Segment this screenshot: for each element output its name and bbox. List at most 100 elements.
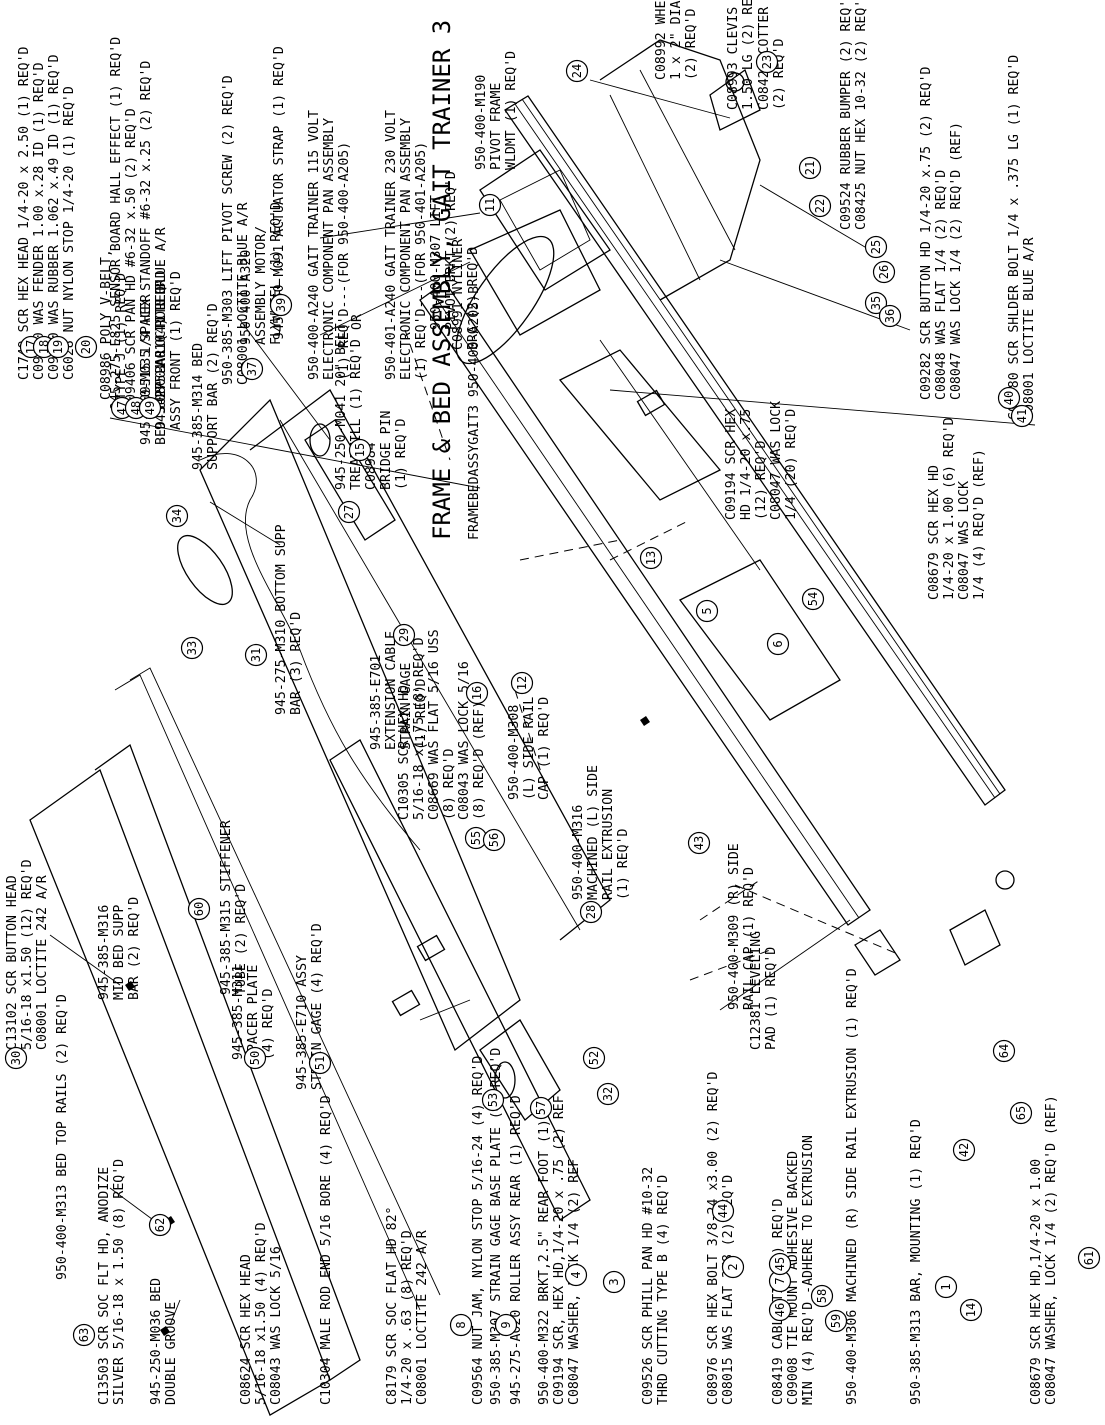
drawing-subtitle: FRAMEBEDASSYGAIT3 950-400-A205-B xyxy=(467,286,482,540)
part-label: C08001 LOCTITE BLUE A/R xyxy=(1022,237,1037,420)
part-label: HD 1/4-20 x.75 xyxy=(739,409,754,520)
callout-circle xyxy=(46,335,70,359)
part-label: C09526 SCR PHILL PAN HD #10-32 xyxy=(641,1167,656,1405)
callout-circle xyxy=(478,193,502,217)
callout-number: 64 xyxy=(997,1044,1011,1058)
callout-circle xyxy=(529,1096,553,1120)
part-label: SILVER 5/16-18 x 1.50 (8) REQ'D xyxy=(112,1159,127,1405)
part-label: 945-385-E710 ASSY xyxy=(295,955,310,1090)
part-label: C12381 LEVELING xyxy=(749,931,764,1050)
callout-circle xyxy=(482,828,506,852)
part-label: PAD (1) REQ'D xyxy=(764,947,779,1050)
part-label: SPACER PLATE xyxy=(246,965,261,1060)
part-label: BRIDGE PIN xyxy=(379,411,394,490)
callout-balloon: 41 xyxy=(1010,404,1034,428)
callout-balloon: 14 xyxy=(959,1298,983,1322)
callout-balloon: 37 xyxy=(240,357,264,381)
part-label: MIN (4) REQ'D -ADHERE TO EXTRUSION xyxy=(801,1135,816,1405)
callout-balloon: 34 xyxy=(165,504,189,528)
part-label: ELECTRONIC COMPONENT PAN ASSEMBLY xyxy=(322,118,337,380)
callout-circle xyxy=(864,291,888,315)
drawing-title: FRAME & BED ASSEMBLY, GAIT TRAINER 3 xyxy=(428,20,456,540)
callout-number: 18 xyxy=(37,340,51,354)
callout-number: 57 xyxy=(534,1101,548,1115)
part-label: 5/16-18 x1.50 (4) REQ'D xyxy=(254,1222,269,1405)
callout-balloon: 52 xyxy=(582,1046,606,1070)
callout-circle xyxy=(721,1255,745,1279)
part-label: C1749 SCR HEX HEAD 1/4-20 x 2.50 (1) REQ… xyxy=(17,46,32,380)
part-label: 945-250-M035 SPACER xyxy=(139,294,154,445)
callout-balloon: 9 xyxy=(494,1313,518,1337)
frame-drawing xyxy=(29,39,1015,1416)
part-label: SUPPORT BAR (2) REQ'D xyxy=(206,303,221,470)
callout-number: 35 xyxy=(869,296,883,310)
part-label: (1) REQ'D xyxy=(616,828,631,900)
callout-number: 37 xyxy=(245,362,259,376)
part-label: C08976 SCR HEX BOLT 3/8-24 x3.00 (2) REQ… xyxy=(706,1071,721,1405)
part-label: C10304 MALE ROD END 5/16 BORE (4) REQ'D xyxy=(319,1095,334,1405)
callout-circle xyxy=(639,546,663,570)
callout-circle xyxy=(798,156,822,180)
part-label: BAR (3) REQ'D xyxy=(289,612,304,715)
part-label: 945-250-M036 BED xyxy=(149,1278,164,1405)
callout-circle xyxy=(240,357,264,381)
callout-circle xyxy=(481,1088,505,1112)
callout-balloon: 3 xyxy=(602,1270,626,1294)
callout-balloon: 32 xyxy=(596,1082,620,1106)
callout-circle xyxy=(596,1082,620,1106)
callout-circle xyxy=(494,1313,518,1337)
part-label: C08980 SCR SHLDER BOLT 1/4 x .375 LG (1)… xyxy=(1007,55,1022,420)
callout-number: 15 xyxy=(353,443,367,457)
part-label: MID BED SUPP xyxy=(112,905,127,1000)
part-label: C10305 SCR HEX HD xyxy=(397,685,412,820)
part-label: 1/4 (20) REQ'D xyxy=(784,409,799,520)
callout-balloon: 36 xyxy=(878,304,902,328)
part-label: C09194 SCR, HEX HD,1/4-20 x .75 (2) REF xyxy=(552,1095,567,1405)
callout-circle xyxy=(187,897,211,921)
callout-circle xyxy=(582,1046,606,1070)
part-label: (8) REQ'D xyxy=(442,748,457,820)
part-label: PIVOT FRAME xyxy=(489,83,504,170)
callout-circle xyxy=(579,900,603,924)
part-label: C08993 CLEVIS PIN xyxy=(726,0,741,110)
callout-circle xyxy=(602,1270,626,1294)
part-label: (4) REQ'D xyxy=(261,988,276,1060)
callout-number: 14 xyxy=(964,1303,978,1317)
callout-circle xyxy=(755,50,779,74)
callout-number: 59 xyxy=(829,1314,843,1328)
part-label: 950-400-M309 (R) SIDE xyxy=(727,843,742,1010)
part-label: TREADMILL (1) REQ'D xyxy=(349,339,364,490)
part-label: FLYWHEEL (1) REQ'D xyxy=(269,202,284,345)
callout-balloon: 60 xyxy=(187,897,211,921)
callout-balloon: 57 xyxy=(529,1096,553,1120)
callout-number: 60 xyxy=(192,902,206,916)
part-label: C08001 LOCTITE 242 A/R xyxy=(415,1230,430,1405)
part-label: RAIL EXTRUSION xyxy=(601,789,616,900)
callout-number: 65 xyxy=(1014,1106,1028,1120)
part-label: (1) REQ'D---(FOR 950-400-A205) xyxy=(337,142,352,380)
part-label: CAP (1) REQ'D xyxy=(537,697,552,800)
part-label: C09194 SCR HEX xyxy=(724,409,739,520)
callout-balloon: 65 xyxy=(1009,1101,1033,1125)
callout-circle xyxy=(992,1039,1016,1063)
callout-number: 51 xyxy=(313,1056,327,1070)
callout-number: 39 xyxy=(274,298,288,312)
part-label: C08047 WAS LOCK xyxy=(957,481,972,600)
part-label: 1/4-20 x .63 (8) REQ'D xyxy=(400,1230,415,1405)
part-label: STRAIN GAGE (4) REQ'D xyxy=(310,923,325,1090)
part-label: C08679 SCR HEX HD,1/4-20 x 1.00 xyxy=(1029,1159,1044,1405)
callout-number: 5 xyxy=(700,607,714,614)
callout-circle xyxy=(952,1138,976,1162)
callout-number: 54 xyxy=(806,592,820,606)
part-label: PIVOT BRKT (2) REQ'D xyxy=(444,171,459,330)
callout-number: 49 xyxy=(143,401,157,415)
part-label: C08624 SCR HEX HEAD xyxy=(239,1254,254,1405)
callout-number: 22 xyxy=(813,199,827,213)
part-label: C13503 SCR SOC FLT HD, ANODIZE xyxy=(97,1167,112,1405)
callout-circle xyxy=(510,671,534,695)
callout-balloon: 11 xyxy=(478,193,502,217)
part-label: C09406 SCR PAN HD #6-32 x.50 (2) REQ'D xyxy=(124,108,139,410)
part-label: EXTENSION CABLE xyxy=(384,631,399,750)
callout-circle xyxy=(768,1298,792,1322)
callout-balloon: 29 xyxy=(392,623,416,647)
